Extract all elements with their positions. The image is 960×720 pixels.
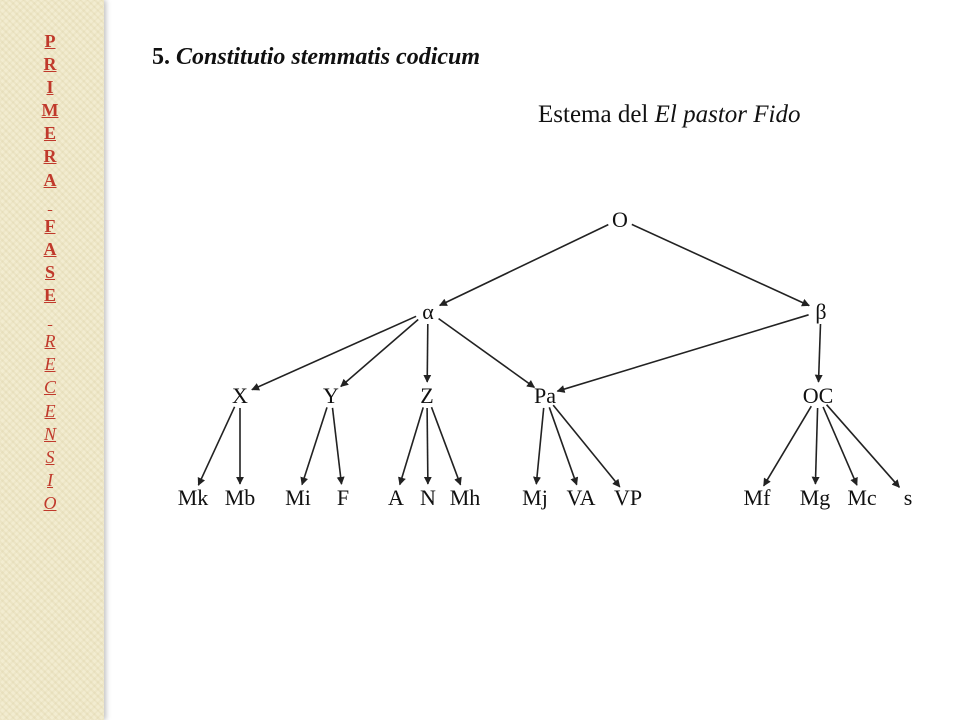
sidebar-letter: E xyxy=(44,400,56,421)
sidebar-letter: A xyxy=(43,169,57,190)
stemma-edge-Z-A xyxy=(398,407,424,486)
stemma-node-Mj: Mj xyxy=(522,485,548,510)
stemma-edge-alpha-Y xyxy=(340,318,419,388)
stemma-edge-Y-Mi xyxy=(300,407,328,486)
stemma-node-F: F xyxy=(337,485,349,510)
sidebar-letter: E xyxy=(43,285,56,306)
stemma-edge-alpha-X xyxy=(251,315,417,391)
sidebar-letter: E xyxy=(43,123,56,144)
stemma-node-Mh: Mh xyxy=(450,485,481,510)
sidebar-letter: R xyxy=(44,331,56,352)
sidebar-letter: C xyxy=(43,377,56,398)
stemma-edge-Pa-VA xyxy=(548,407,579,486)
stemma-node-Z: Z xyxy=(420,383,433,408)
stemma-edge-Pa-VP xyxy=(552,404,621,488)
stemma-edge-O-beta xyxy=(631,223,810,307)
stemma-edge-Pa-Mj xyxy=(533,407,545,485)
stemma-node-Mc: Mc xyxy=(847,485,877,510)
stemma-node-Mf: Mf xyxy=(744,485,772,510)
sidebar-letter: A xyxy=(43,238,57,259)
stemma-node-alpha: α xyxy=(422,299,434,324)
stemma-edge-alpha-Z xyxy=(423,323,432,383)
sidebar-letter: E xyxy=(44,354,56,375)
stemma-node-Pa: Pa xyxy=(534,383,556,408)
stemma-node-OC: OC xyxy=(803,383,834,408)
stemma-edge-OC-s xyxy=(825,404,901,488)
sidebar-letter: I xyxy=(46,77,54,98)
stemma-edge-alpha-Pa xyxy=(438,317,536,389)
stemma-edge-Z-N xyxy=(423,407,432,485)
sidebar-letter: F xyxy=(44,215,56,236)
sidebar-letter: N xyxy=(43,423,56,444)
stemma-edge-Z-Mh xyxy=(430,406,462,486)
stemma-edge-Y-F xyxy=(331,407,345,485)
stemma-edge-OC-Mf xyxy=(763,405,812,487)
stemma-node-s: s xyxy=(904,485,913,510)
stemma-node-Mi: Mi xyxy=(285,485,311,510)
stemma-node-Y: Y xyxy=(323,383,339,408)
stemma-edge-X-Mk xyxy=(197,406,236,486)
sidebar-letter: I xyxy=(47,469,53,490)
stemma-edge-OC-Mg xyxy=(811,407,820,485)
caption-prefix: Estema del xyxy=(538,101,655,128)
stemma-node-N: N xyxy=(420,485,436,510)
stemma-node-VA: VA xyxy=(567,485,596,510)
caption-work-title: El pastor Fido xyxy=(654,101,801,128)
stemma-edge-beta-Pa xyxy=(556,314,809,393)
sidebar-letter: M xyxy=(41,100,59,121)
stemma-node-A: A xyxy=(388,485,404,510)
sidebar-letter: S xyxy=(44,261,55,282)
sidebar-letter: P xyxy=(44,31,56,51)
stemma-node-Mk: Mk xyxy=(178,485,209,510)
stemma-node-O: O xyxy=(612,207,628,232)
stemma-caption: Estema del El pastor Fido xyxy=(538,101,800,129)
stemma-edge-O-alpha xyxy=(438,223,609,307)
title-number: 5. xyxy=(152,44,170,70)
slide-title: 5. Constitutio stemmatis codicum xyxy=(152,44,480,71)
sidebar-letter: O xyxy=(43,492,57,513)
sidebar-letter: S xyxy=(45,446,55,467)
sidebar-letter: R xyxy=(43,54,57,75)
stemma-node-Mg: Mg xyxy=(800,485,831,510)
stemma-node-beta: β xyxy=(815,299,826,324)
stemma-node-Mb: Mb xyxy=(225,485,256,510)
sidebar-letter: R xyxy=(43,146,57,167)
stemma-node-X: X xyxy=(232,383,248,408)
stemma-node-VP: VP xyxy=(614,485,642,510)
stemma-edges xyxy=(197,223,901,488)
title-text: Constitutio stemmatis codicum xyxy=(176,44,481,70)
stemma-edge-OC-Mc xyxy=(822,406,858,486)
stemma-edge-beta-OC xyxy=(814,323,823,383)
